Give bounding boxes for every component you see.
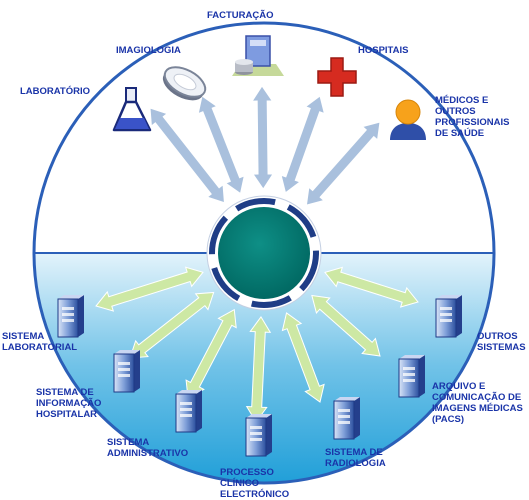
node-label-outros-sistemas: OUTROS SISTEMAS	[477, 331, 526, 353]
node-label-hospitais: HOSPITAIS	[358, 45, 409, 56]
node-label-processo-clinico: PROCESSO CLÍNICO ELECTRÓNICO	[220, 467, 290, 500]
central-hub	[206, 195, 322, 311]
billing-icon	[232, 35, 284, 76]
server-icon-sistema-radiologia	[333, 397, 360, 440]
arrow-pacs	[311, 294, 381, 357]
flask-icon	[112, 87, 152, 132]
node-label-sistema-laboratorial: SISTEMA LABORATORIAL	[2, 331, 78, 353]
server-icon-sistema-administrativo	[175, 390, 202, 433]
arrow-sistema-laboratorial	[95, 266, 204, 312]
node-label-laboratorio: LABORATÓRIO	[20, 86, 91, 97]
arrow-outros-sistemas	[324, 266, 419, 308]
node-label-sistema-radiologia: SISTEMA DE RADIOLOGIA	[325, 447, 386, 469]
servers-layer	[57, 295, 462, 457]
server-icon-sistema-informacao-hospitalar	[113, 350, 140, 393]
hub-disc	[218, 207, 310, 299]
node-label-imagiologia: IMAGIOLOGIA	[116, 45, 181, 56]
server-icon-outros-sistemas	[435, 295, 462, 338]
arrow-sistema-radiologia	[281, 312, 325, 403]
node-label-sistema-administrativo: SISTEMA ADMINISTRATIVO	[107, 437, 189, 459]
arrow-hospitais	[280, 95, 326, 194]
arrow-facturacao	[251, 85, 274, 190]
node-label-pacs: ARQUIVO E COMUNICAÇÃO DE IMAGENS MÉDICAS…	[432, 381, 523, 425]
node-label-sistema-informacao-hospitalar: SISTEMA DE INFORMAÇÃO HOSPITALAR	[36, 387, 102, 420]
arrow-laboratorio	[149, 107, 226, 204]
arrow-medicos	[305, 121, 381, 206]
circle-outline	[32, 21, 496, 485]
server-icon-pacs	[398, 355, 425, 398]
film-disc-icon	[162, 66, 207, 101]
person-icon	[390, 99, 426, 140]
arrows-layer	[95, 85, 419, 423]
server-icon-sistema-laboratorial	[57, 295, 84, 338]
red-cross-icon	[317, 57, 357, 97]
node-label-facturacao: FACTURAÇÃO	[207, 10, 274, 21]
node-label-medicos: MÉDICOS E OUTROS PROFISSIONAIS DE SAÚDE	[435, 95, 510, 139]
server-icon-processo-clinico	[245, 414, 272, 457]
